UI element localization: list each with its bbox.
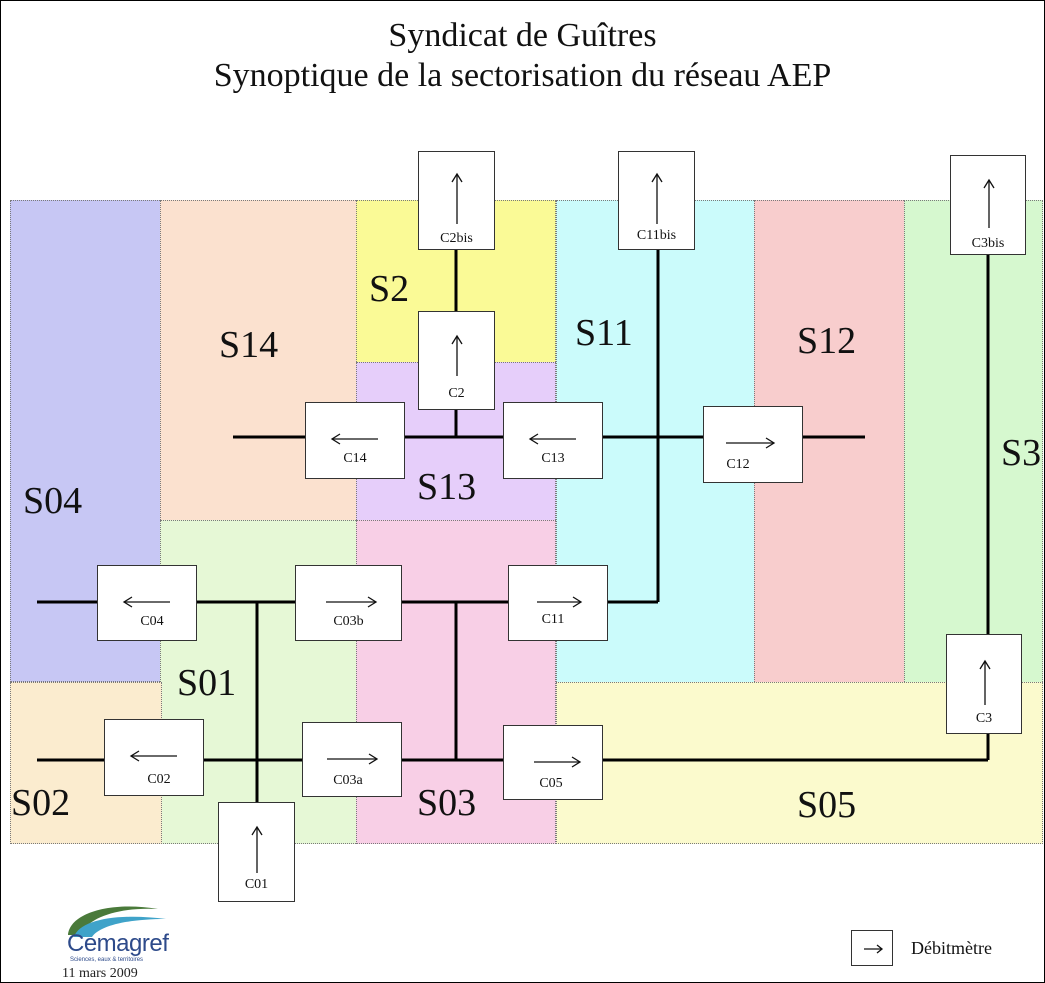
meter-c3[interactable]: C3 xyxy=(946,634,1022,734)
meter-label: C14 xyxy=(343,451,367,466)
meter-c01[interactable]: C01 xyxy=(218,802,295,902)
meter-label: C12 xyxy=(726,457,750,472)
legend-label: Débitmètre xyxy=(911,938,992,958)
meter-c11bis[interactable]: C11bis xyxy=(618,151,695,250)
title-line-2: Synoptique de la sectorisation du réseau… xyxy=(213,57,832,94)
sector-label: S2 xyxy=(369,268,410,310)
logo-brand: Cemagref xyxy=(67,930,169,957)
sector-label: S03 xyxy=(417,782,477,824)
meter-c03b[interactable]: C03b xyxy=(295,565,402,641)
legend: Débitmètre xyxy=(851,930,1031,970)
meter-label: C13 xyxy=(541,451,565,466)
arrow-right-icon xyxy=(534,756,582,768)
meter-c2bis[interactable]: C2bis xyxy=(418,151,495,250)
meter-label: C11 xyxy=(541,612,565,627)
arrow-up-icon xyxy=(451,172,463,224)
arrow-left-icon xyxy=(122,596,170,608)
sector-label: S13 xyxy=(417,466,477,508)
meter-label: C2bis xyxy=(440,231,473,246)
arrow-up-icon xyxy=(251,825,263,873)
sector-label: S3 xyxy=(1001,432,1042,474)
meter-label: C03a xyxy=(333,773,363,788)
sector-s3: S3 xyxy=(904,200,1043,684)
title-line-1: Syndicat de Guîtres xyxy=(388,17,657,54)
sector-label: S05 xyxy=(797,784,857,826)
arrow-right-icon xyxy=(726,437,776,449)
logo-tagline: Sciences, eaux & territoires xyxy=(70,957,144,963)
meter-c3bis[interactable]: C3bis xyxy=(950,155,1026,255)
meter-label: C04 xyxy=(140,614,164,629)
diagram-date: 11 mars 2009 xyxy=(62,966,138,981)
arrow-left-icon xyxy=(330,433,378,445)
meter-c02[interactable]: C02 xyxy=(104,719,204,796)
arrow-up-icon xyxy=(983,178,995,228)
logo-swoosh-icon xyxy=(68,906,166,937)
arrow-up-icon xyxy=(979,659,991,705)
legend-meter-symbol xyxy=(851,930,893,966)
meter-label: C2 xyxy=(448,386,465,401)
arrow-right-icon xyxy=(864,944,884,954)
meter-label: C11bis xyxy=(636,228,677,243)
meter-label: C03b xyxy=(333,614,364,629)
sector-label: S02 xyxy=(11,782,71,824)
sector-label: S04 xyxy=(23,480,83,522)
meter-label: C3bis xyxy=(971,236,1005,251)
sector-label: S11 xyxy=(575,312,633,354)
meter-c11[interactable]: C11 xyxy=(508,565,608,641)
meter-c04[interactable]: C04 xyxy=(97,565,197,641)
meter-c13[interactable]: C13 xyxy=(503,402,603,479)
meter-c12[interactable]: C12 xyxy=(703,406,803,483)
arrow-left-icon xyxy=(528,433,576,445)
meter-label: C01 xyxy=(244,877,269,892)
meter-c2[interactable]: C2 xyxy=(418,311,495,410)
meter-label: C02 xyxy=(147,772,171,787)
meter-label: C3 xyxy=(975,711,993,726)
diagram-title: Syndicat de Guîtres Synoptique de la sec… xyxy=(0,16,1045,96)
meter-label: C05 xyxy=(539,776,563,791)
arrow-up-icon xyxy=(451,334,463,376)
arrow-left-icon xyxy=(129,750,177,762)
sector-label: S14 xyxy=(219,324,279,366)
arrow-right-icon xyxy=(537,596,583,608)
arrow-right-icon xyxy=(326,596,378,608)
sector-label: S12 xyxy=(797,320,857,362)
arrow-up-icon xyxy=(651,172,663,224)
meter-c05[interactable]: C05 xyxy=(503,725,603,800)
sector-label: S01 xyxy=(177,662,237,704)
cemagref-logo: Cemagref Sciences, eaux & territoires 11… xyxy=(40,895,200,983)
meter-c03a[interactable]: C03a xyxy=(302,722,402,797)
arrow-right-icon xyxy=(327,753,379,765)
meter-c14[interactable]: C14 xyxy=(305,402,405,479)
